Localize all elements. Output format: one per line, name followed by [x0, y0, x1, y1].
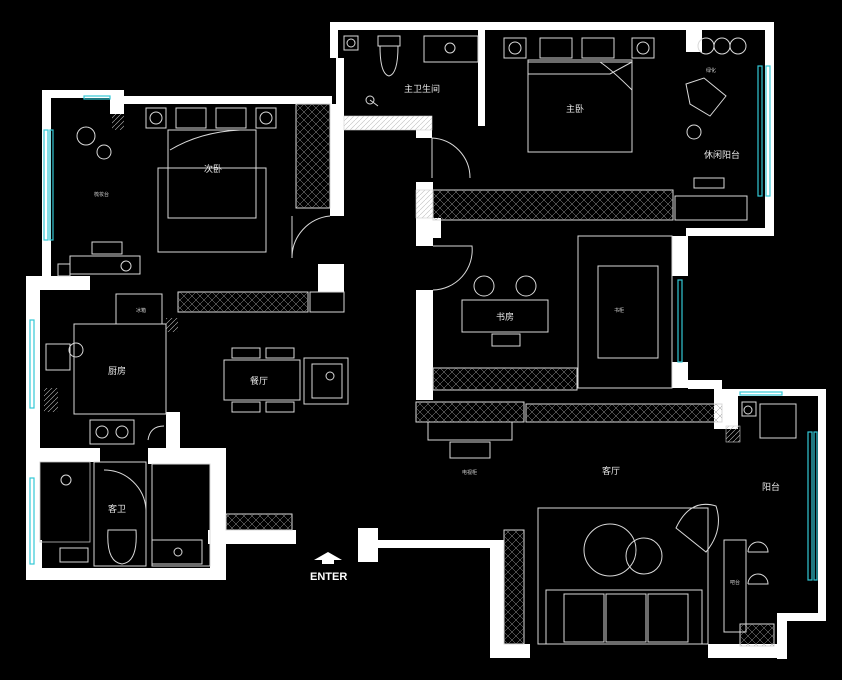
- label-study: 书房: [496, 311, 514, 323]
- room-labels: 主卫生间 主卧 休闲阳台 次卧 书房 厨房 餐厅 客厅 阳台 客卫 ENTER: [108, 83, 780, 583]
- label-master-bedroom: 主卧: [566, 103, 584, 115]
- hatched-walls: [44, 114, 741, 443]
- living-furniture: 电视柜 吧台: [427, 401, 797, 645]
- label-kitchen: 厨房: [108, 365, 126, 377]
- svg-text:绿化: 绿化: [706, 67, 716, 74]
- entrance-label: ENTER: [310, 571, 347, 583]
- guest-bath-fixtures: [39, 461, 211, 567]
- entrance-arrow: [314, 552, 342, 564]
- svg-text:书柜: 书柜: [614, 307, 624, 314]
- master-bedroom-furniture: 绿化: [503, 37, 747, 189]
- svg-text:吧台: 吧台: [730, 579, 740, 586]
- label-dining: 餐厅: [250, 375, 268, 387]
- label-guest-bath: 客卫: [108, 503, 126, 515]
- master-bath-fixtures: [343, 35, 479, 179]
- wardrobes: [177, 103, 775, 647]
- label-master-bath: 主卫生间: [404, 83, 440, 95]
- label-second-bedroom: 次卧: [204, 163, 222, 175]
- dining-furniture: [223, 347, 349, 413]
- windows: [29, 65, 818, 581]
- svg-text:梳妆台: 梳妆台: [94, 191, 109, 198]
- label-leisure-balcony: 休闲阳台: [704, 149, 740, 161]
- study-furniture: 书柜: [432, 235, 673, 389]
- label-living: 客厅: [602, 465, 620, 477]
- svg-text:冰箱: 冰箱: [136, 307, 146, 314]
- label-balcony: 阳台: [762, 481, 780, 493]
- kitchen-fixtures: 冰箱: [45, 293, 167, 445]
- svg-text:电视柜: 电视柜: [462, 469, 477, 476]
- second-bedroom-furniture: 梳妆台: [57, 107, 331, 277]
